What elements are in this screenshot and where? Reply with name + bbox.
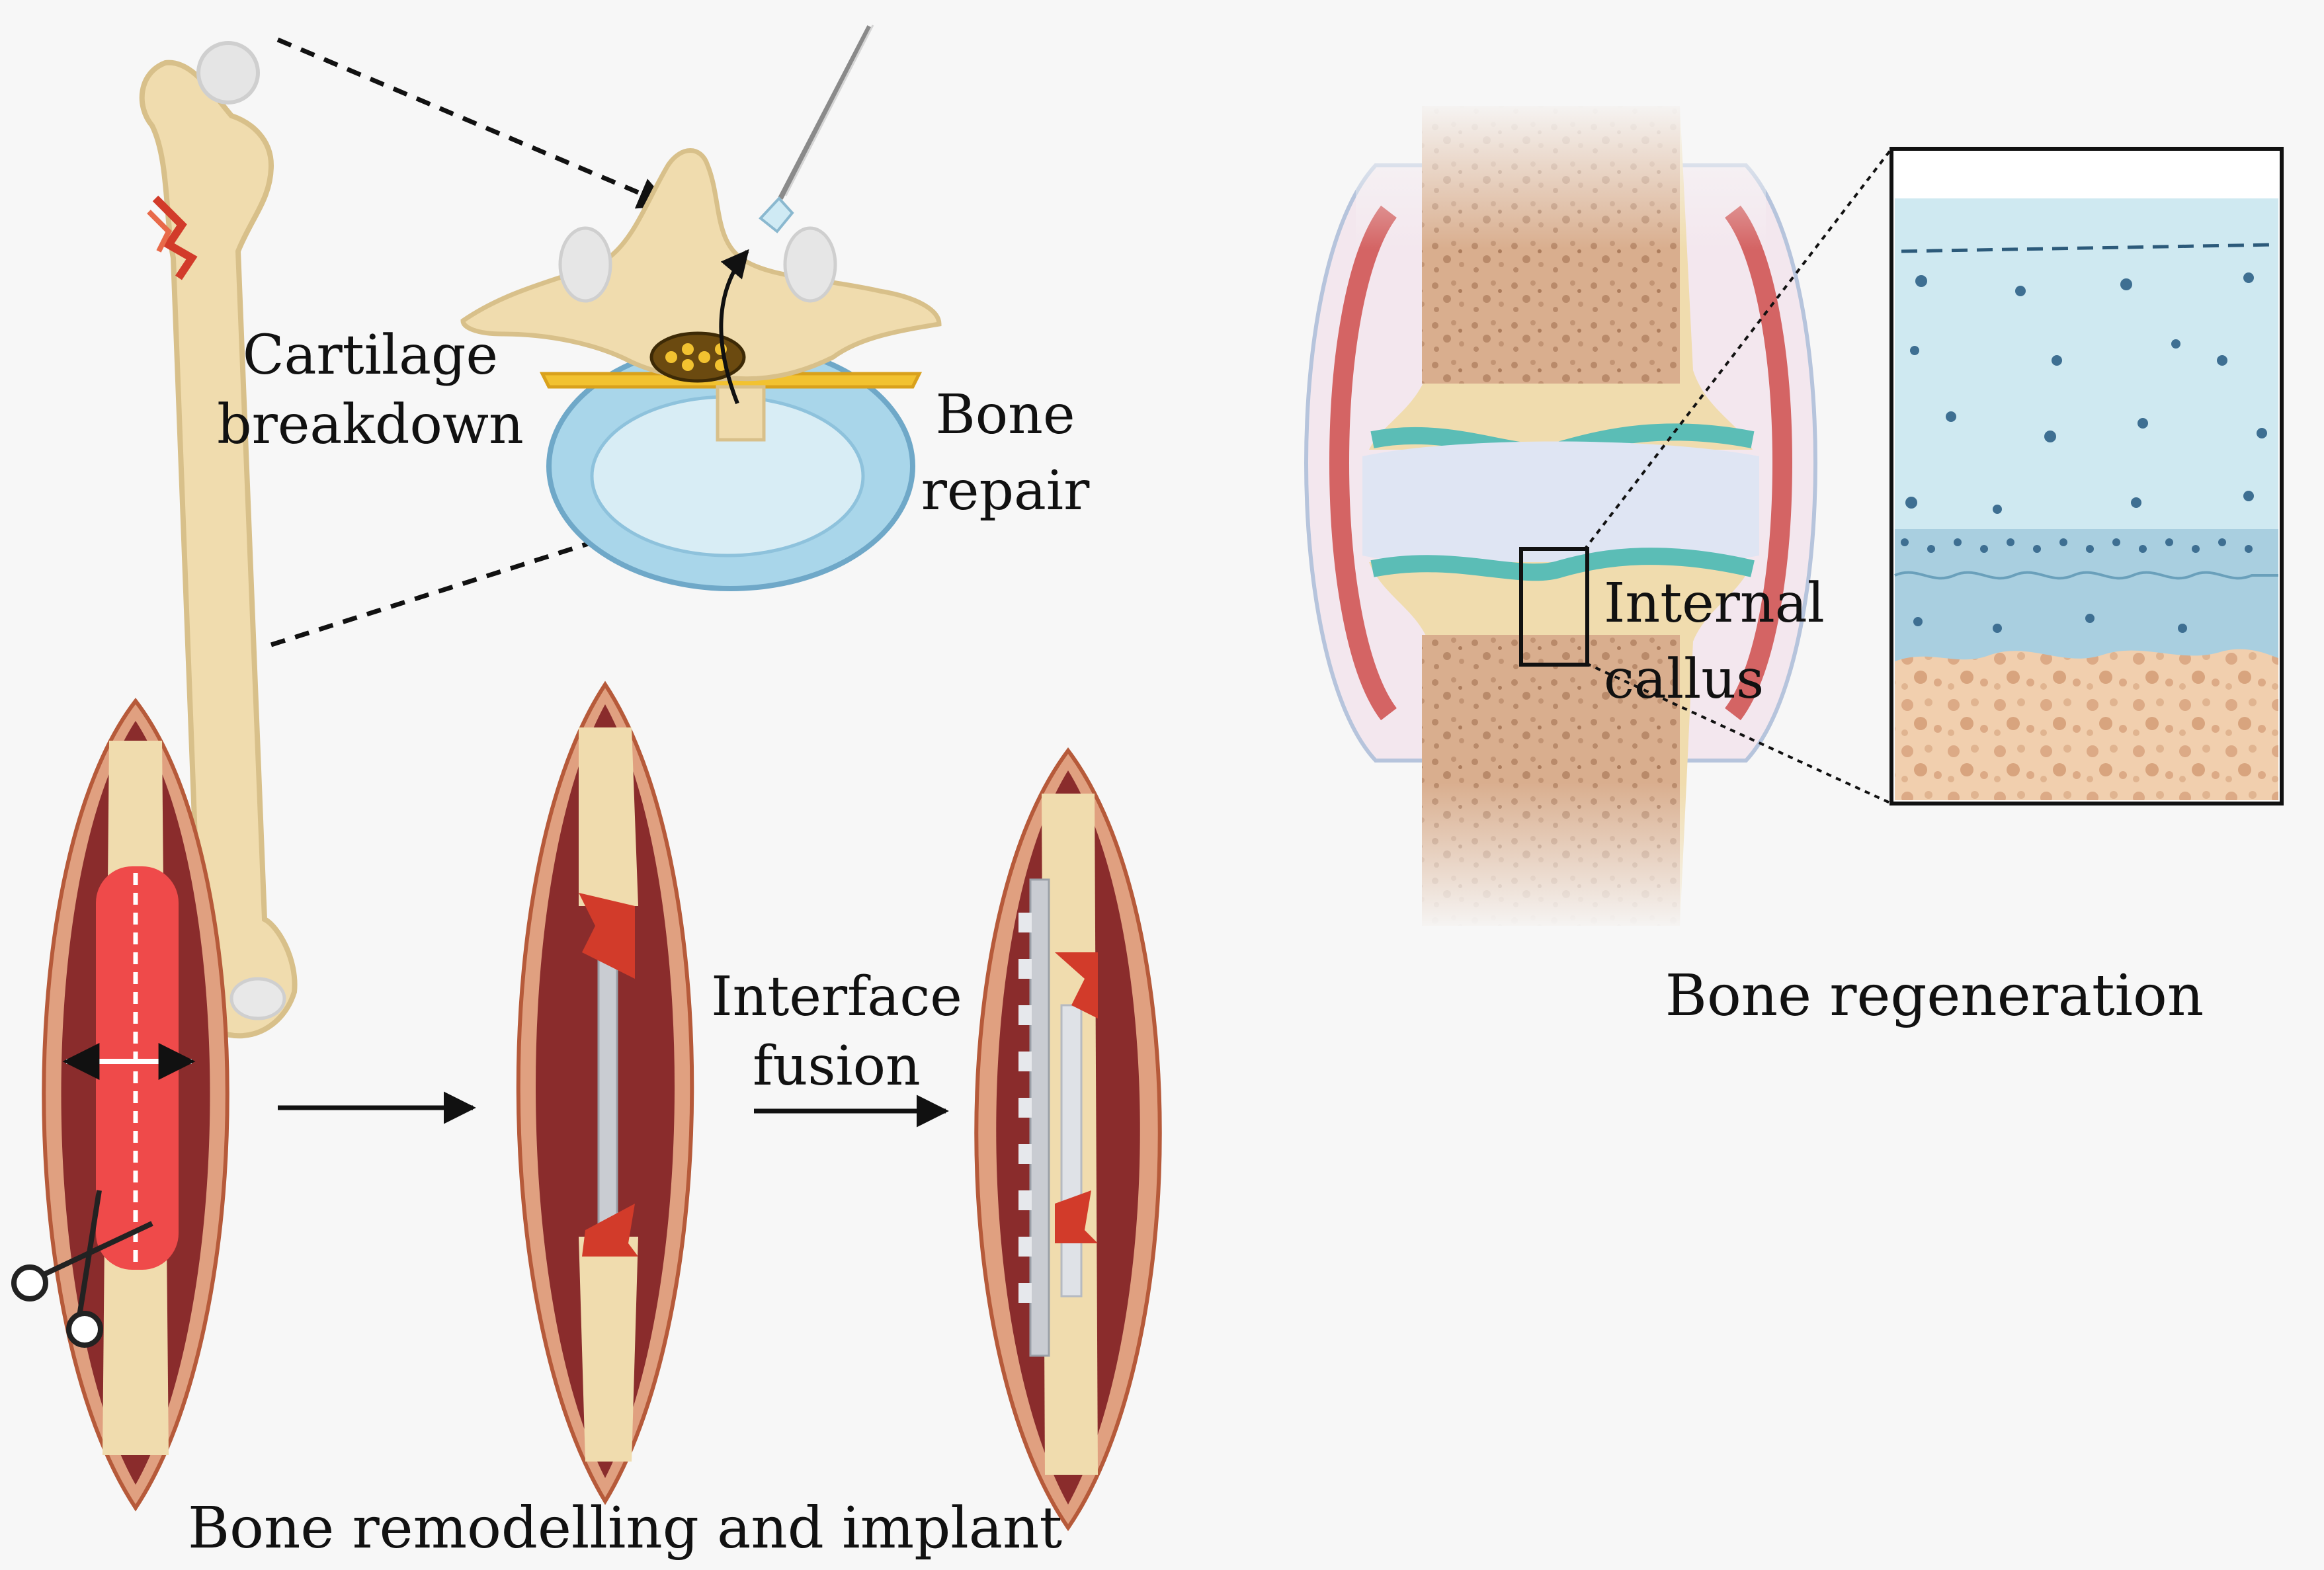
bone-repair-label-2: repair — [921, 460, 1090, 522]
cartilage-zoom-panel — [1889, 147, 2284, 806]
surgical-site-incision — [11, 698, 229, 1512]
cartilage-breakdown-label: Cartilage — [243, 324, 498, 387]
bone-remodelling-label: Bone remodelling and implant — [188, 1495, 1062, 1561]
zoom-line-bottom — [1585, 662, 1892, 805]
bone-repair-label: Bone — [936, 384, 1075, 446]
cartilage-breakdown-label-2: breakdown — [217, 393, 524, 456]
interface-fusion-label: Interface — [711, 966, 962, 1028]
interface-fusion-label-2: fusion — [753, 1035, 921, 1098]
vertebra-illustration — [460, 24, 942, 591]
bone-regeneration-label: Bone regeneration — [1665, 963, 2204, 1029]
internal-callus-label: Internal — [1604, 572, 1825, 635]
femur-illustration — [139, 41, 298, 1039]
surgical-site-implant — [974, 747, 1162, 1532]
dashed-arrow-top — [276, 37, 671, 209]
knee-joint-illustration — [1304, 99, 1817, 932]
surgical-site-fracture — [516, 681, 694, 1505]
internal-callus-label-2: callus — [1604, 648, 1764, 711]
scissors-icon — [11, 1190, 153, 1348]
